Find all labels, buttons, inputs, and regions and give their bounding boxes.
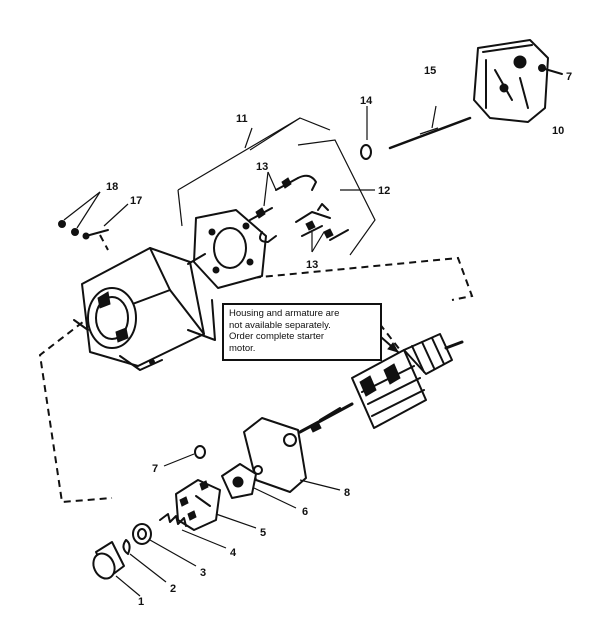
callout-15: 15 — [424, 65, 436, 77]
armature — [298, 333, 464, 434]
callout-10: 10 — [552, 125, 564, 137]
callout-8: 8 — [344, 487, 350, 499]
callout-5: 5 — [260, 527, 266, 539]
retaining-ring-part-2 — [122, 539, 167, 583]
brush-springs-part-13-bottom — [295, 203, 349, 241]
cap-part-1 — [92, 541, 141, 597]
note-line-1: Housing and armature are — [229, 308, 340, 319]
callout-17: 17 — [130, 195, 142, 207]
bracket-lines-part-11 — [177, 117, 331, 227]
note-line-3: Order complete starter — [229, 331, 325, 342]
callout-11: 11 — [236, 113, 248, 125]
drive-end-plate-part-8 — [243, 417, 341, 493]
washer-part-7-front — [163, 445, 206, 467]
through-bolt-part-15 — [388, 105, 472, 150]
callout-2: 2 — [170, 583, 176, 595]
callout-12: 12 — [378, 185, 390, 197]
brush-springs-part-13-top — [249, 174, 317, 243]
screw-part-17 — [82, 203, 129, 240]
spring-part-4 — [159, 513, 227, 549]
washers-part-18 — [58, 191, 101, 236]
rear-end-cap-part-10 — [473, 39, 549, 123]
bracket-lines-part-12 — [297, 139, 376, 256]
housing-armature-note: Housing and armature are not available s… — [222, 303, 382, 361]
callout-18: 18 — [106, 181, 118, 193]
assembly-dashed-link — [99, 234, 401, 351]
commutator-end-plate-part-11 — [193, 209, 267, 289]
callout-4: 4 — [230, 547, 237, 559]
callout-3: 3 — [200, 567, 206, 579]
bolt-part-9 — [538, 64, 563, 75]
callout-13-leaders — [263, 171, 325, 253]
motor-housing — [73, 247, 216, 371]
callout-6: 6 — [302, 506, 308, 518]
drive-pinion-part-6 — [221, 463, 297, 509]
callout-1: 1 — [138, 596, 144, 608]
callout-7-top: 7 — [566, 71, 572, 83]
callout-7-front: 7 — [152, 463, 158, 475]
callout-13-top: 13 — [256, 161, 268, 173]
note-line-4: motor. — [229, 342, 256, 354]
assembly-dashed-outline-right — [229, 256, 474, 301]
lock-screw-part-14 — [360, 106, 372, 160]
washer-part-3 — [132, 523, 197, 567]
callout-13-bottom: 13 — [306, 259, 318, 271]
note-line-2: not available separately. — [229, 319, 331, 331]
callout-14: 14 — [360, 95, 373, 107]
